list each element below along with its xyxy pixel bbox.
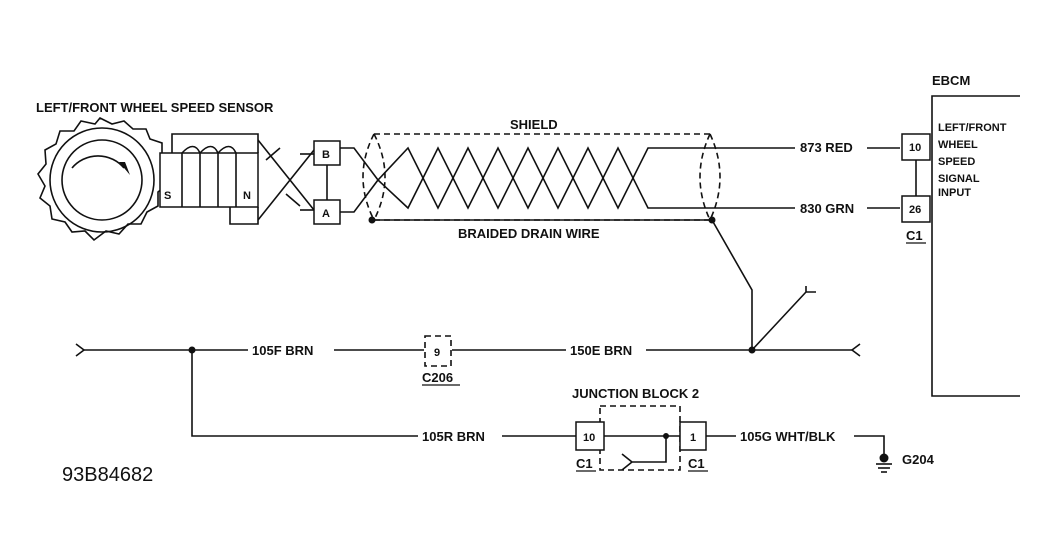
ebcm-connector-label: C1 — [906, 228, 923, 243]
ebcm-input-line-4: SIGNAL — [938, 173, 980, 185]
sensor-pin-a: A — [322, 208, 330, 220]
ebcm-pin-26: 26 — [909, 204, 921, 216]
junction-conn-right: C1 — [688, 456, 705, 471]
ebcm-input-line-2: WHEEL — [938, 139, 978, 151]
sensor-magnet — [159, 152, 259, 208]
wire-150e-label: 150E BRN — [570, 343, 632, 358]
wire-873-red-label: 873 RED — [800, 140, 853, 155]
wire-105g-label: 105G WHT/BLK — [740, 429, 836, 444]
wire-830-grn-label: 830 GRN — [800, 201, 854, 216]
drain-splice-left — [368, 216, 376, 224]
junction-pin-right: 1 — [690, 432, 696, 444]
wire-105r-label: 105R BRN — [422, 429, 485, 444]
left-continuation-arrow-icon — [75, 343, 86, 357]
figure-id: 93B84682 — [62, 464, 153, 486]
wheel-speed-sensor: LEFT/FRONT WHEEL SPEED SENSOR S N B A — [36, 100, 341, 242]
junction-pin-10-box — [575, 421, 605, 451]
c206-label: C206 — [422, 370, 453, 385]
junction-pin-left: 10 — [583, 432, 595, 444]
sensor-title: LEFT/FRONT WHEEL SPEED SENSOR — [36, 100, 274, 115]
ebcm-input-line-3: SPEED — [938, 156, 975, 168]
ebcm-pin-10: 10 — [909, 142, 921, 154]
wire-105r — [191, 350, 576, 437]
junction-internal-wire — [621, 436, 667, 471]
pole-n-label: N — [243, 190, 251, 202]
ebcm-input-line-5: INPUT — [938, 187, 971, 199]
twisted-pair-conductor-2 — [340, 146, 900, 213]
drain-label: BRAIDED DRAIN WIRE — [458, 226, 600, 241]
ground-label: G204 — [902, 452, 935, 467]
junction-conn-left: C1 — [576, 456, 593, 471]
tone-wheel-teeth — [37, 117, 172, 242]
ebcm-title: EBCM — [932, 73, 970, 88]
sensor-pin-b: B — [322, 149, 330, 161]
wire-105f-label: 105F BRN — [252, 343, 313, 358]
shielded-cable: SHIELD BRAIDED DRAIN WIRE 873 RED 830 GR… — [340, 117, 900, 351]
right-continuation-arrow-icon — [850, 343, 861, 357]
drain-branch-wire — [751, 286, 816, 351]
c206-box — [424, 335, 452, 367]
rotation-arrow-icon — [71, 155, 125, 169]
rotation-arrowhead-icon — [119, 162, 130, 175]
ground-bus: 105F BRN 9 C206 150E BRN — [75, 335, 861, 386]
tone-wheel-rim — [49, 127, 155, 233]
splice-drain — [748, 346, 756, 354]
ebcm-input-line-1: LEFT/FRONT — [938, 122, 1007, 134]
ground-icon — [876, 453, 892, 473]
c206-pin: 9 — [434, 347, 440, 359]
junction-ground-circuit: 105R BRN JUNCTION BLOCK 2 10 1 C1 C1 105… — [191, 350, 935, 473]
drain-to-ground-wire — [711, 219, 753, 350]
shield-label: SHIELD — [510, 117, 558, 132]
sensor-twisted-leads — [257, 139, 315, 221]
ebcm-module: EBCM 10 26 C1 LEFT/FRONT WHEEL SPEED SIG… — [901, 73, 1020, 397]
sensor-housing — [171, 133, 259, 225]
pole-s-label: S — [164, 190, 171, 202]
ebcm-outline — [931, 95, 1020, 397]
tone-wheel-hub — [61, 139, 143, 221]
junction-block-title: JUNCTION BLOCK 2 — [572, 386, 699, 401]
sensor-coil — [181, 145, 237, 207]
shield-outline — [362, 133, 721, 221]
